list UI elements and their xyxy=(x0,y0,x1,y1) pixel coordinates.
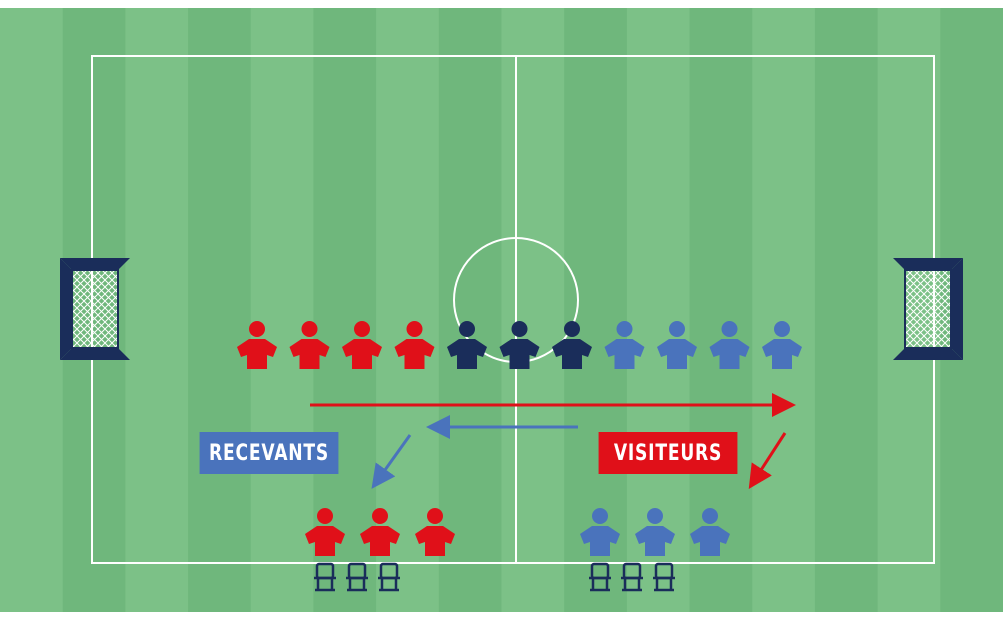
grass-stripe xyxy=(188,8,251,612)
grass-stripe xyxy=(502,8,565,612)
grass xyxy=(0,8,1003,612)
grass-stripe xyxy=(752,8,815,612)
grass-stripe xyxy=(815,8,878,612)
grass-stripe xyxy=(690,8,753,612)
away-team-label: VISITEURS xyxy=(599,432,738,474)
grass-stripe xyxy=(439,8,502,612)
grass-stripe xyxy=(0,8,63,612)
grass-stripe xyxy=(251,8,314,612)
grass-stripe xyxy=(125,8,188,612)
home-team-label: RECEVANTS xyxy=(200,432,339,474)
